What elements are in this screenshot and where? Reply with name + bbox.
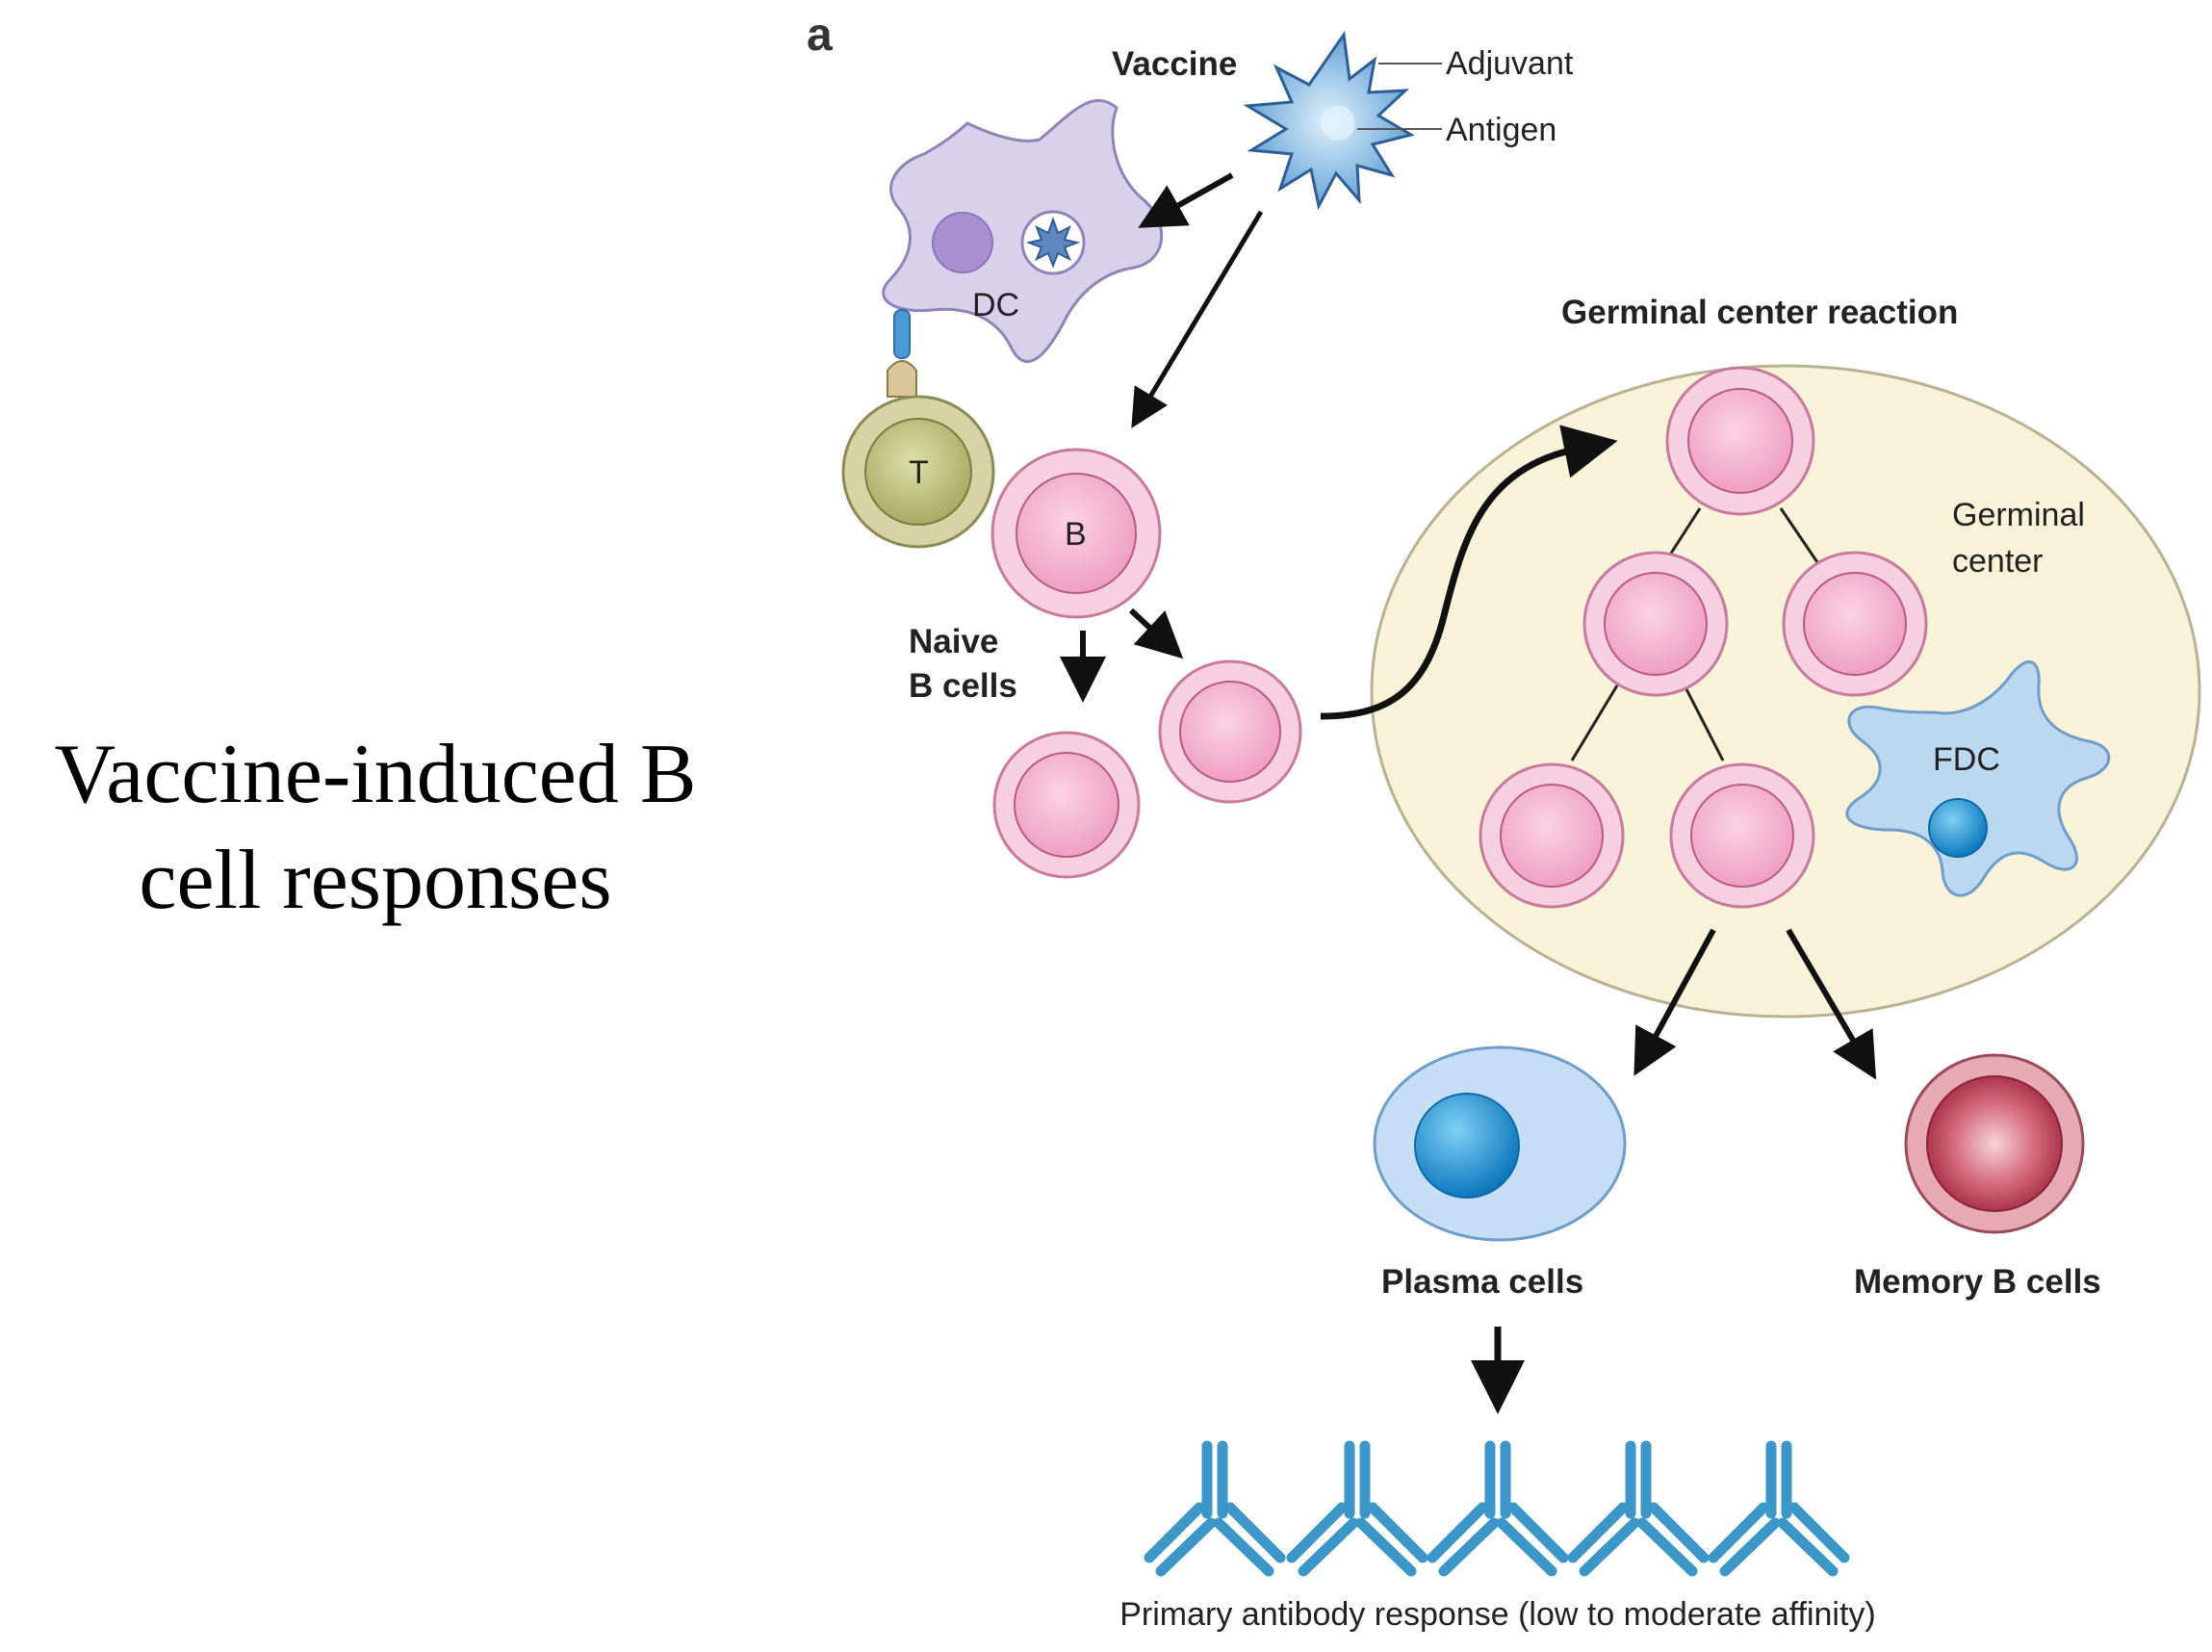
naive-label-line2: B cells bbox=[909, 667, 1017, 705]
t-cell bbox=[841, 395, 995, 549]
arrow-vaccine-to-dc bbox=[1138, 172, 1234, 228]
arrow-into-germinal-center bbox=[1320, 425, 1618, 720]
antibody-1 bbox=[1144, 1440, 1286, 1577]
panel-letter: a bbox=[807, 10, 833, 61]
fdc-nucleus bbox=[1928, 798, 1988, 858]
fdc-label: FDC bbox=[1933, 741, 2000, 778]
gc-b-cell-bottom-right bbox=[1669, 762, 1815, 909]
memory-label: Memory B cells bbox=[1854, 1263, 2101, 1301]
dc-nucleus bbox=[932, 212, 993, 273]
follicular-dendritic-cell bbox=[1845, 660, 2111, 897]
t-label: T bbox=[909, 454, 929, 491]
gc-lineage-lines bbox=[1570, 507, 1819, 761]
gc-reaction-label: Germinal center reaction bbox=[1561, 294, 1958, 331]
mhc-tcr-synapse bbox=[887, 309, 917, 398]
memory-b-cell bbox=[1904, 1053, 2085, 1234]
naive-b-cell bbox=[990, 448, 1162, 619]
b-cell-daughter-2 bbox=[1158, 659, 1302, 804]
dendritic-cell bbox=[882, 98, 1164, 364]
title-line-2: cell responses bbox=[139, 834, 612, 927]
antibody-caption: Primary antibody response (low to modera… bbox=[1119, 1596, 1876, 1633]
vaccine-label: Vaccine bbox=[1112, 45, 1237, 83]
gc-b-cell-bottom-left bbox=[1479, 762, 1625, 909]
naive-label-line1: Naive bbox=[909, 623, 998, 660]
plasma-label: Plasma cells bbox=[1381, 1263, 1583, 1301]
gc-label-line2: center bbox=[1952, 543, 2044, 580]
arrow-to-plasma bbox=[1633, 928, 1716, 1076]
gc-b-cell-mid-right bbox=[1782, 551, 1928, 697]
b-cell-daughter-1 bbox=[992, 731, 1141, 879]
antibody-5 bbox=[1708, 1440, 1850, 1577]
plasma-cell bbox=[1373, 1045, 1627, 1242]
antibody-3 bbox=[1427, 1440, 1569, 1577]
antigen-label: Antigen bbox=[1446, 112, 1556, 148]
antibody-2 bbox=[1286, 1440, 1428, 1577]
b-label: B bbox=[1065, 516, 1087, 553]
gc-b-cell-mid-left bbox=[1582, 551, 1729, 697]
dc-label: DC bbox=[972, 287, 1019, 323]
vaccine-particle bbox=[1243, 30, 1415, 211]
antibody-row bbox=[1144, 1440, 1850, 1577]
gc-label-line1: Germinal bbox=[1952, 497, 2085, 533]
title-line-1: Vaccine-induced B bbox=[54, 728, 697, 821]
gc-b-cell-top bbox=[1665, 366, 1815, 516]
arrow-to-memory bbox=[1786, 928, 1877, 1080]
slide-title: Vaccine-induced B cell responses bbox=[0, 722, 751, 934]
adjuvant-label: Adjuvant bbox=[1446, 45, 1574, 82]
arrow-b-diagonal bbox=[1128, 607, 1184, 659]
antibody-4 bbox=[1567, 1440, 1710, 1577]
arrow-vaccine-to-b bbox=[1131, 210, 1264, 428]
